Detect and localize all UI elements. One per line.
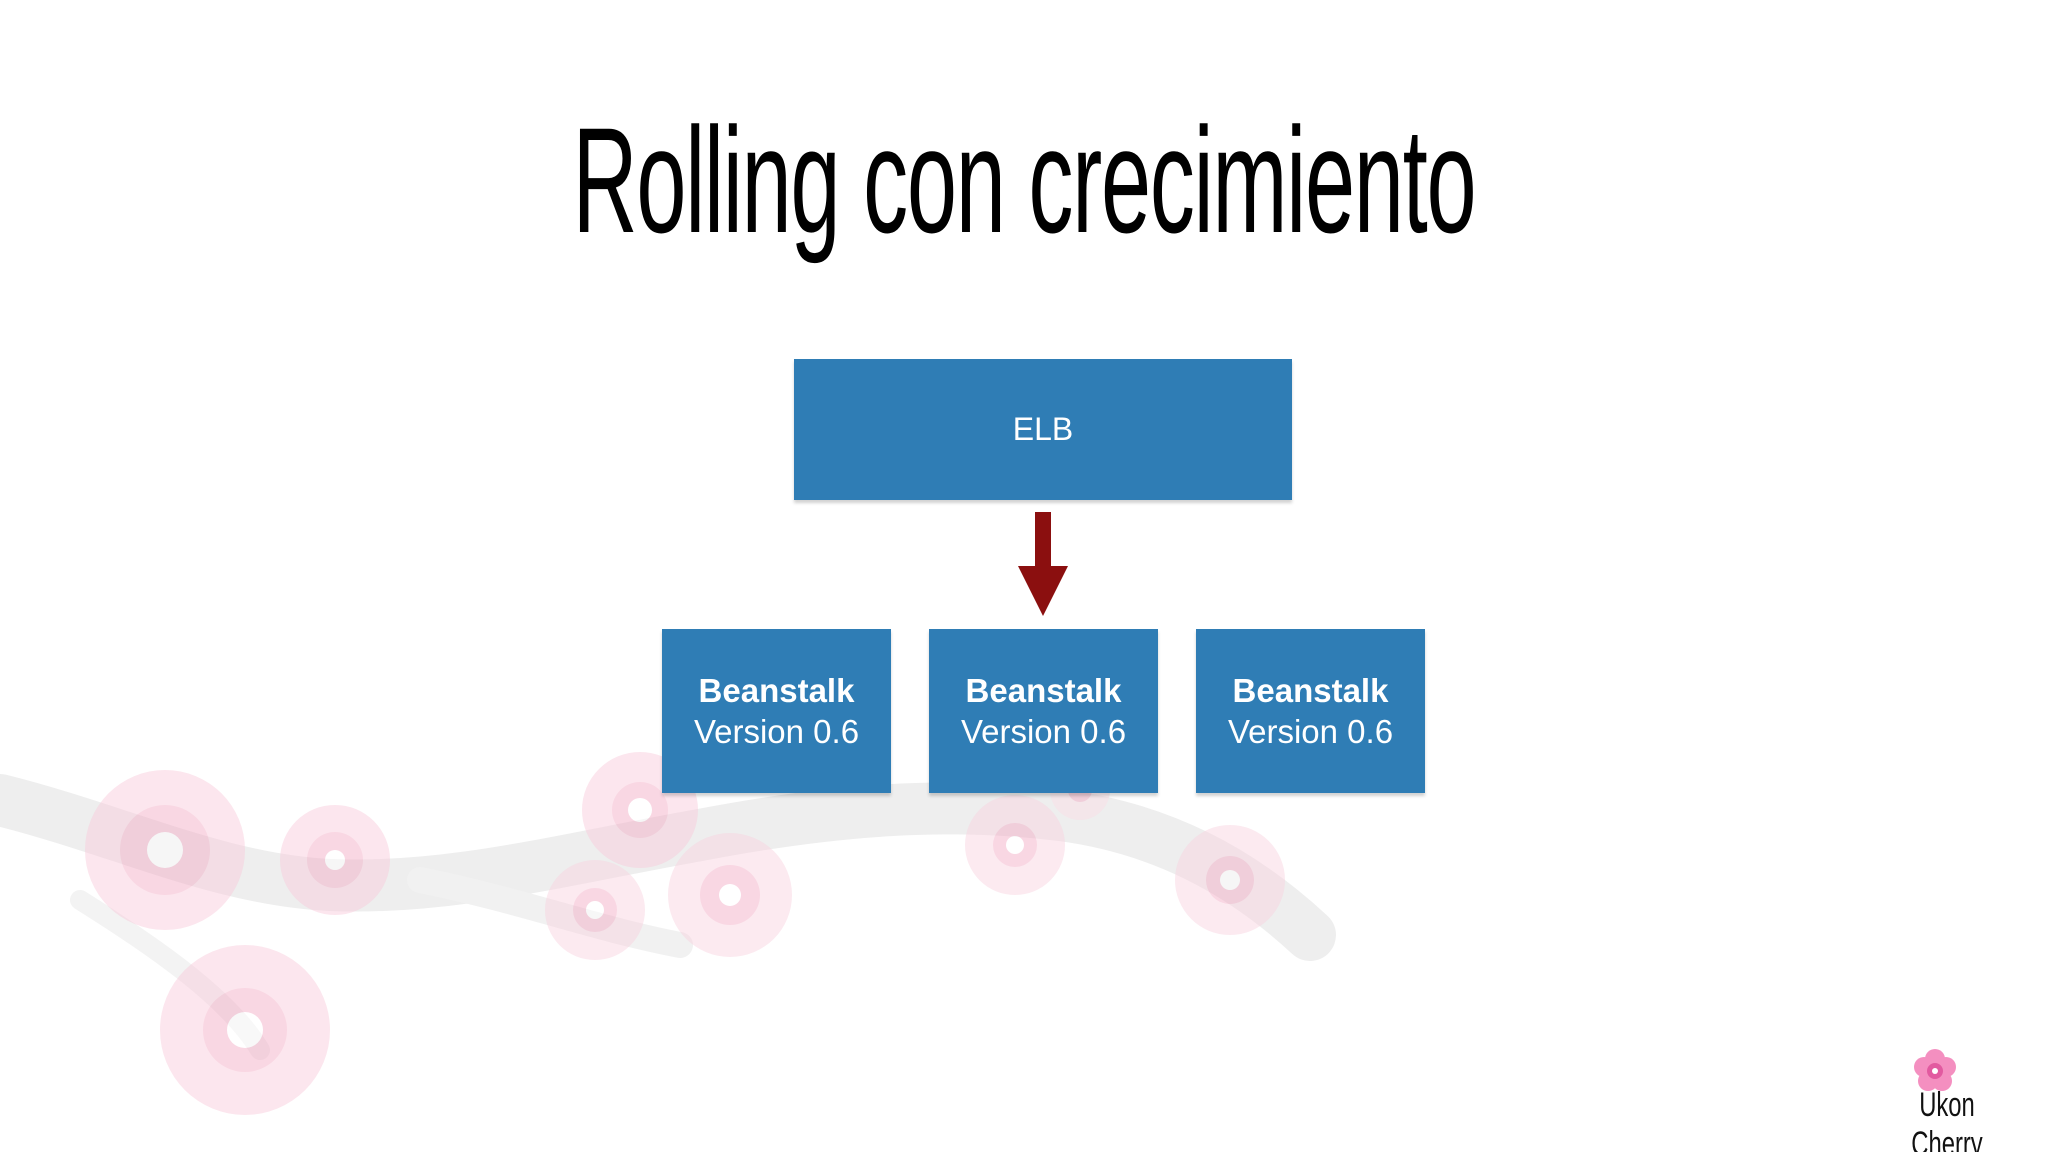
node-title: Beanstalk — [698, 672, 855, 709]
node-version: Version 0.6 — [960, 713, 1127, 750]
elb-label: ELB — [1012, 411, 1074, 447]
node-version: Version 0.6 — [1227, 713, 1394, 750]
beanstalk-node-2: Beanstalk Version 0.6 — [929, 629, 1158, 793]
down-arrow-icon — [1018, 512, 1068, 616]
cherry-blossom-icon — [1914, 1049, 1956, 1091]
node-title: Beanstalk — [1232, 672, 1389, 709]
node-title: Beanstalk — [965, 672, 1122, 709]
elb-node: ELB — [794, 359, 1292, 500]
slide-title: Rolling con crecimiento — [572, 96, 1477, 264]
logo-text: Ukon Cherry — [1911, 1086, 1983, 1152]
beanstalk-node-3: Beanstalk Version 0.6 — [1196, 629, 1425, 793]
node-version: Version 0.6 — [693, 713, 860, 750]
beanstalk-node-1: Beanstalk Version 0.6 — [662, 629, 891, 793]
